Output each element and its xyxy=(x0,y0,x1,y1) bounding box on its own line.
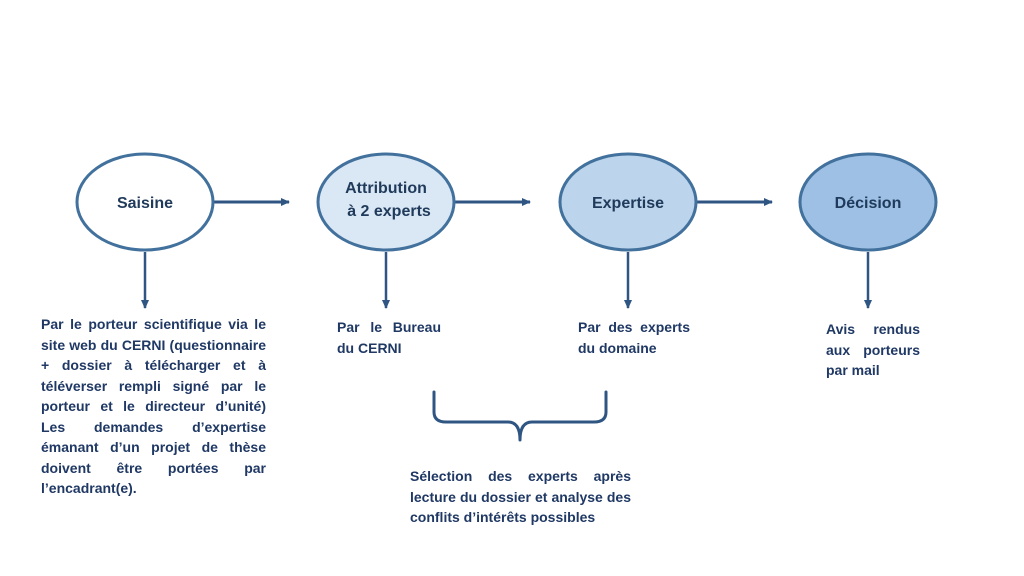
description-selection: Sélection des experts après lecture du d… xyxy=(410,468,631,525)
node-saisine: Saisine xyxy=(75,152,215,252)
node-decision-label: Décision xyxy=(835,195,902,212)
node-expertise-label: Expertise xyxy=(592,195,664,212)
node-expertise: Expertise xyxy=(558,152,698,252)
node-attribution-label-line-1: Attribution xyxy=(345,180,427,197)
brace-bracket xyxy=(432,390,608,442)
description-saisine: Par le porteur scientifique via le site … xyxy=(41,316,266,496)
description-decision: Avis rendus aux porteurs par mail xyxy=(826,321,920,378)
description-attribution: Par le Bureau du CERNI xyxy=(337,319,441,356)
description-expertise: Par des experts du domaine xyxy=(578,319,690,356)
node-saisine-label: Saisine xyxy=(117,195,173,212)
node-attribution-label-line-2: à 2 experts xyxy=(347,203,431,220)
node-attribution: Attribution à 2 experts xyxy=(316,152,456,252)
node-decision: Décision xyxy=(798,152,938,252)
